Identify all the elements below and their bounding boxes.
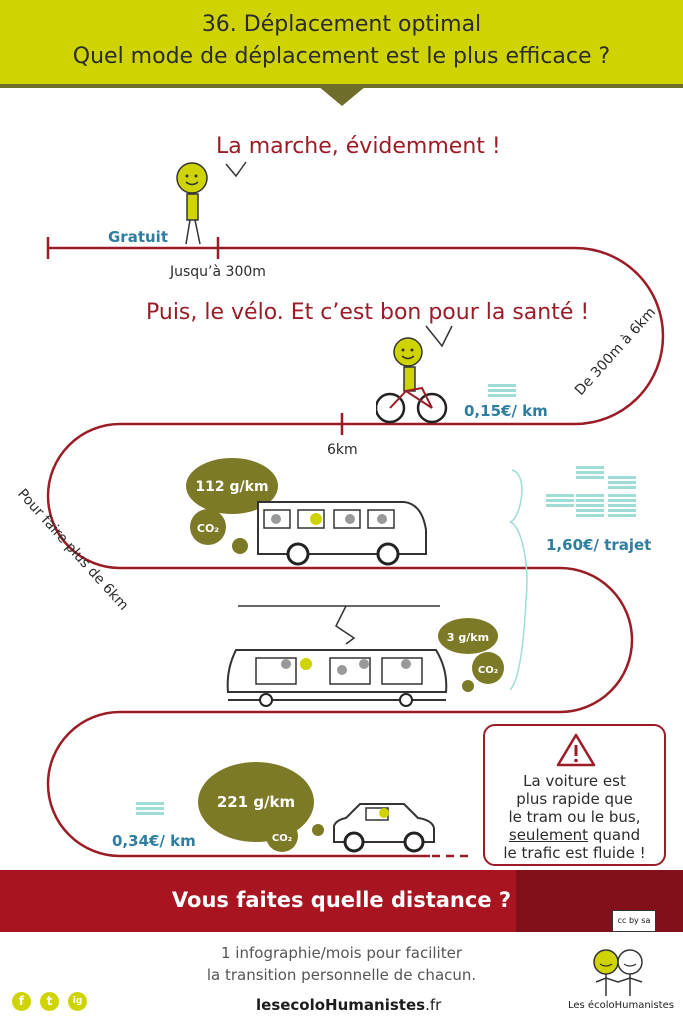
tram-co2-value: 3 g/km bbox=[447, 631, 489, 644]
warning-text-rest: quand bbox=[588, 826, 641, 844]
coin-stack-icon bbox=[136, 802, 164, 815]
coin-stacks-icon bbox=[546, 466, 636, 517]
bus-co2-label: CO₂ bbox=[197, 522, 219, 535]
car-co2-value: 221 g/km bbox=[217, 793, 295, 811]
site-tld: .fr bbox=[425, 996, 442, 1014]
walk-quote: La marche, évidemment ! bbox=[216, 134, 501, 159]
walk-price: Gratuit bbox=[108, 228, 168, 246]
car-co2-cloud: CO₂ bbox=[266, 820, 324, 852]
warning-text-line: le trafic est fluide ! bbox=[503, 844, 646, 862]
page-title: 36. Déplacement optimal bbox=[201, 12, 482, 37]
cta-question: Vous faites quelle distance ? bbox=[171, 888, 512, 912]
twitter-icon[interactable]: t bbox=[40, 992, 59, 1011]
header-notch bbox=[318, 86, 366, 106]
warning-text-line: seulement quand bbox=[485, 826, 664, 844]
bike-distance-marker: 6km bbox=[327, 442, 358, 458]
bus-icon bbox=[257, 501, 427, 566]
warning-text-line: plus rapide que bbox=[516, 790, 633, 808]
tagline-line: la transition personnelle de chacun. bbox=[206, 966, 477, 984]
warning-icon bbox=[556, 733, 596, 767]
page-subtitle: Quel mode de déplacement est le plus eff… bbox=[72, 44, 611, 69]
warning-emphasis: seulement bbox=[508, 826, 589, 844]
warning-text-line: le tram ou le bus, bbox=[508, 808, 641, 826]
site-link[interactable]: lesecoloHumanistes.fr bbox=[256, 996, 441, 1014]
bike-quote: Puis, le vélo. Et c’est bon pour la sant… bbox=[146, 300, 590, 325]
coin-stack-icon bbox=[488, 384, 516, 397]
car-co2-label: CO₂ bbox=[272, 833, 292, 844]
tram-co2-label: CO₂ bbox=[478, 665, 498, 676]
warning-text-line: La voiture est bbox=[523, 772, 626, 790]
brand-name: Les écoloHumanistes bbox=[568, 1000, 674, 1011]
speech-tail-icon bbox=[225, 161, 247, 178]
instagram-icon[interactable]: ig bbox=[68, 992, 87, 1011]
bus-co2-value: 112 g/km bbox=[195, 479, 268, 495]
warning-box: La voiture est plus rapide que le tram o… bbox=[483, 724, 666, 866]
walker-figure-icon bbox=[176, 162, 208, 245]
bus-emission-cloud: 112 g/km CO₂ bbox=[186, 458, 278, 554]
bike-price: 0,15€/ km bbox=[464, 402, 548, 420]
public-transport-price: 1,60€/ trajet bbox=[546, 536, 652, 554]
walk-distance: Jusqu’à 300m bbox=[170, 264, 266, 280]
car-price: 0,34€/ km bbox=[112, 832, 196, 850]
cyclist-figure-icon bbox=[376, 337, 448, 424]
speech-tail-icon bbox=[425, 325, 453, 348]
brand-logo-icon bbox=[593, 949, 643, 996]
facebook-icon[interactable]: f bbox=[12, 992, 31, 1011]
tram-emission-cloud: 3 g/km CO₂ bbox=[438, 618, 504, 692]
car-icon bbox=[333, 803, 435, 853]
license-badge[interactable]: cc by sa bbox=[612, 910, 656, 932]
tagline-line: 1 infographie/mois pour faciliter bbox=[221, 944, 462, 962]
tram-icon bbox=[226, 605, 448, 707]
site-name: lesecoloHumanistes bbox=[256, 996, 426, 1014]
